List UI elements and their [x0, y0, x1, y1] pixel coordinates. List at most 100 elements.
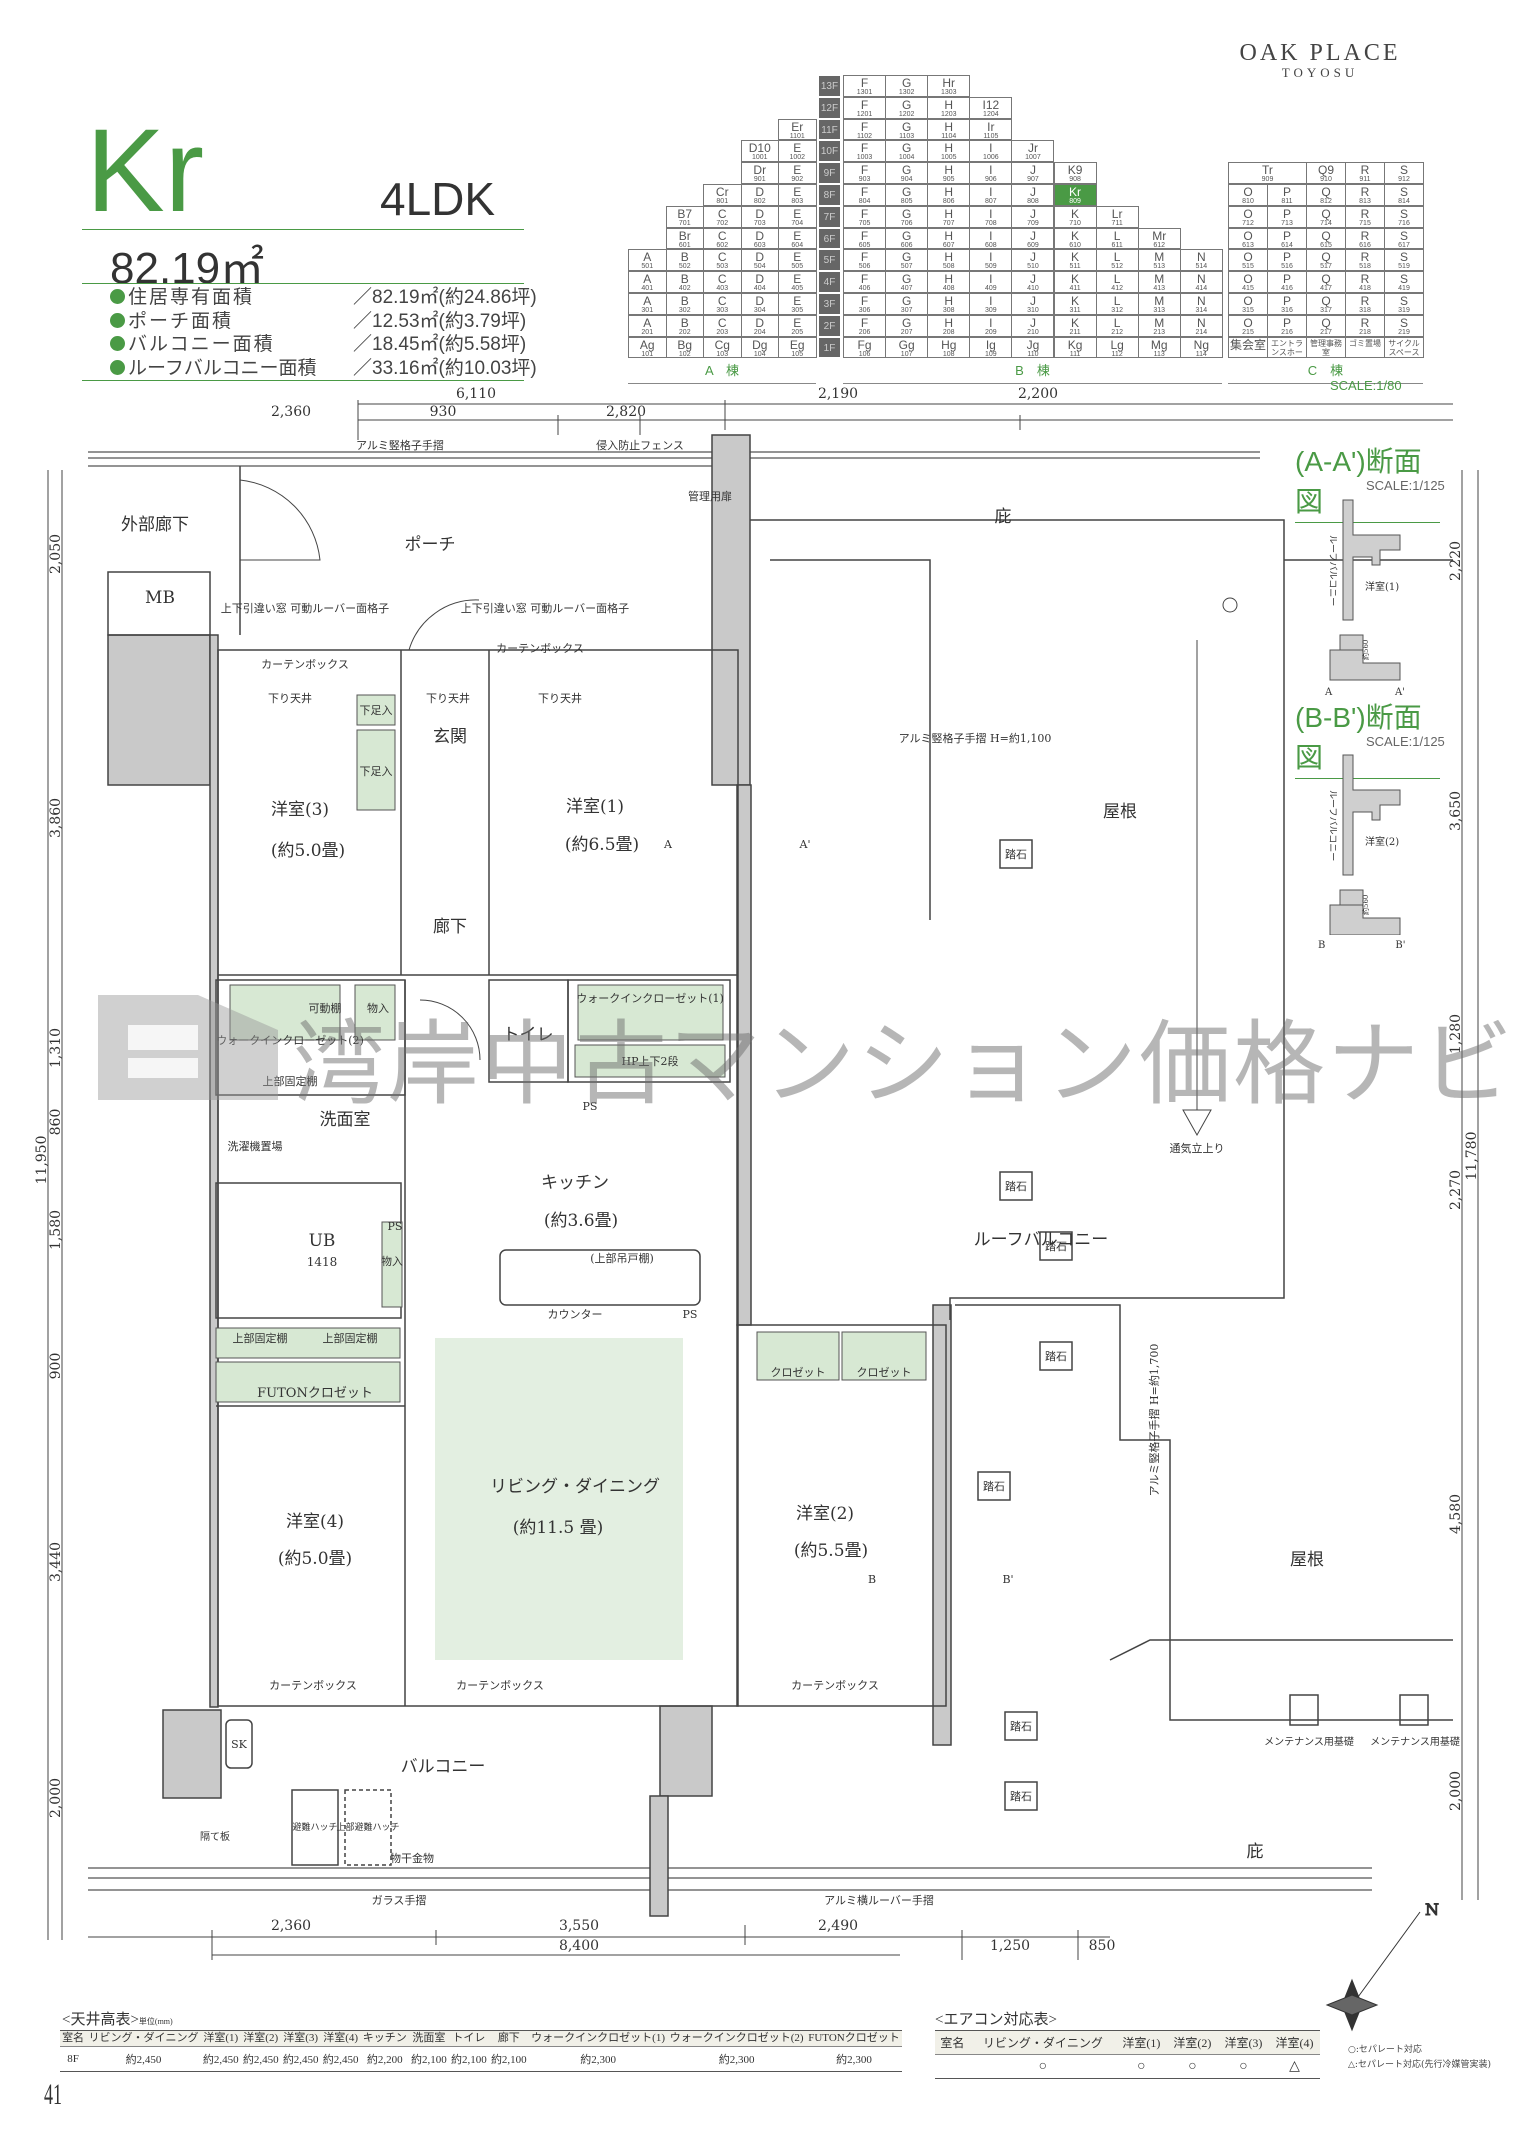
table-cell	[935, 2054, 970, 2079]
unit-number: 803	[791, 198, 804, 205]
label-balcony: バルコニー	[401, 1757, 486, 1777]
unit-number: 813	[1359, 198, 1371, 205]
unit-number: 1201	[856, 110, 873, 118]
unit-number: 1303	[940, 89, 957, 96]
unit-number: 417	[1320, 285, 1332, 293]
unit-letter: H	[944, 228, 954, 243]
unit-number: 406	[858, 285, 871, 293]
unit-letter: G	[901, 163, 912, 178]
unit-letter: F	[860, 119, 869, 134]
unit-letter: J	[1029, 294, 1036, 308]
table-cell: 約2,300	[805, 2046, 902, 2072]
unit-number: 504	[753, 263, 766, 271]
label-room2-size: (約5.5畳)	[794, 1541, 868, 1561]
unit-number: 201	[641, 328, 654, 336]
unit-letter: L	[1113, 250, 1121, 265]
label-curtain-box: カーテンボックス	[791, 1679, 879, 1692]
unit-number: 105	[791, 350, 804, 358]
unit-letter: Ig	[985, 337, 996, 352]
unit-number: 208	[942, 328, 955, 336]
section-aa-room: 洋室(1)	[1365, 580, 1399, 593]
unit-letter: D	[755, 272, 765, 287]
label-room4: 洋室(4)	[286, 1512, 344, 1532]
unit-letter: D	[755, 250, 765, 265]
dim-right: 11,780	[1464, 1132, 1480, 1181]
unit-number: 515	[1242, 263, 1254, 271]
unit-letter: S	[1399, 206, 1408, 221]
unit-letter: M	[1154, 250, 1165, 265]
label-ps: PS	[388, 1220, 403, 1233]
unit-number: 405	[791, 285, 804, 293]
unit-number: 608	[985, 241, 997, 249]
label-stepping-stone: 踏石	[1010, 1719, 1032, 1733]
compass-icon: N	[1325, 1900, 1440, 2032]
label-stepping-stone: 踏石	[1005, 847, 1027, 861]
floor-label: 10F	[818, 140, 841, 163]
bullet-icon	[110, 289, 125, 304]
floor-label: 9F	[818, 162, 841, 184]
unit-letter: A	[643, 250, 652, 265]
floor-label: 12F	[818, 96, 841, 119]
unit-number: 706	[900, 219, 913, 227]
unit-number: 905	[942, 176, 955, 184]
unit-letter: I	[989, 141, 993, 156]
spec-row: ルーフバルコニー面積／33.16㎡(約10.03坪)	[110, 357, 537, 381]
column-header: 洋室(2)	[240, 2030, 281, 2047]
label-stepping-stone: 踏石	[983, 1479, 1005, 1493]
label-roof-balcony: ルーフバルコニー	[974, 1230, 1109, 1250]
floor-label: 2F	[818, 314, 841, 337]
unit-number: 101	[641, 350, 654, 358]
unit-number: 511	[1069, 263, 1081, 271]
unit-letter: A	[643, 294, 652, 308]
column-header: 洋室(2)	[1166, 2030, 1218, 2055]
label-closet: クロゼット	[857, 1366, 912, 1379]
floor-label: 3F	[818, 293, 841, 315]
unit-letter: S	[1399, 228, 1408, 243]
unit-number: 610	[1069, 241, 1081, 249]
unit-letter: B	[680, 250, 689, 265]
unit-number: 219	[1398, 328, 1410, 336]
unit-number: 801	[716, 198, 729, 205]
unit-number: 606	[900, 241, 913, 249]
unit-number: 514	[1195, 263, 1208, 271]
unit-number: 812	[1320, 198, 1332, 205]
label-vent: 通気立上り	[1170, 1141, 1225, 1155]
unit-number: 206	[858, 328, 871, 336]
bullet-icon	[110, 312, 125, 328]
column-header: 洋室(3)	[280, 2030, 321, 2047]
section-bb-outside: ルーフバルコニー	[1327, 790, 1338, 861]
label-washer: 洗濯機置場	[228, 1139, 283, 1153]
table-row: ○○○○△	[935, 2054, 1320, 2079]
unit-letter: E	[793, 228, 802, 243]
unit-letter: R	[1360, 206, 1370, 221]
unit-number: 513	[1153, 263, 1166, 271]
legend-item: △:セパレート対応(先行冷媒管実装)	[1348, 2060, 1491, 2070]
area-specs: 住居専有面積／82.19㎡(約24.86坪) ポーチ面積／12.53㎡(約3.7…	[110, 286, 537, 380]
unit-number: 318	[1359, 307, 1371, 314]
unit-letter: E	[793, 315, 802, 330]
unit-letter: H	[944, 206, 954, 221]
unit-number: 703	[753, 219, 766, 227]
aircon-legend: ○:セパレート対応 △:セパレート対応(先行冷媒管実装)	[1348, 2043, 1491, 2073]
unit-letter: K9	[1067, 163, 1083, 178]
unit-number: 218	[1359, 328, 1371, 336]
unit-number: 205	[791, 328, 804, 336]
